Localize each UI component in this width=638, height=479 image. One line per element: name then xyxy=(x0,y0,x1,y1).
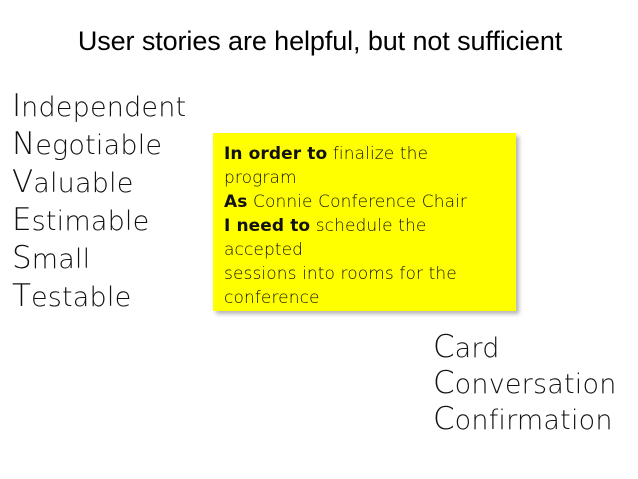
invest-item-label: stimable xyxy=(31,206,150,237)
invest-item-lead-letter: T xyxy=(12,278,31,314)
list-item: Independent xyxy=(12,88,207,126)
note-text: program xyxy=(224,168,297,188)
note-line: In order to finalize the xyxy=(224,142,506,166)
invest-item-label: mall xyxy=(31,244,91,275)
invest-item-lead-letter: I xyxy=(12,88,22,124)
ccc-item-label: onversation xyxy=(454,369,617,400)
invest-item-label: aluable xyxy=(33,168,134,199)
note-text: conference xyxy=(224,288,320,308)
note-keyword: As xyxy=(224,192,248,212)
note-line: conference xyxy=(224,286,506,310)
invest-item-label: egotiable xyxy=(35,130,163,161)
invest-item-label: estable xyxy=(30,282,132,313)
note-line: sessions into rooms for the xyxy=(224,262,506,286)
note-line: As Connie Conference Chair xyxy=(224,190,506,214)
list-item: Confirmation xyxy=(433,402,633,438)
note-line: program xyxy=(224,166,506,190)
invest-item-lead-letter: N xyxy=(12,126,36,162)
ccc-item-lead-letter: C xyxy=(433,329,455,365)
ccc-item-label: ard xyxy=(454,333,500,364)
three-cs-list: Card Conversation Confirmation xyxy=(433,330,633,438)
invest-item-lead-letter: E xyxy=(12,202,32,238)
note-keyword: In order to xyxy=(224,144,328,164)
invest-item-lead-letter: V xyxy=(12,164,34,200)
note-text: schedule the accepted xyxy=(224,216,427,260)
list-item: Negotiable xyxy=(12,126,207,164)
invest-item-label: ndependent xyxy=(21,92,187,123)
ccc-item-label: onfirmation xyxy=(454,405,613,436)
list-item: Conversation xyxy=(433,366,633,402)
sticky-note: In order to finalize the program As Conn… xyxy=(213,133,516,311)
invest-acronym-list: Independent Negotiable Valuable Estimabl… xyxy=(12,88,207,316)
list-item: Small xyxy=(12,240,207,278)
page-title: User stories are helpful, but not suffic… xyxy=(77,26,563,56)
note-line: I need to schedule the accepted xyxy=(224,214,506,262)
list-item: Testable xyxy=(12,278,207,316)
note-text: sessions into rooms for the xyxy=(224,264,457,284)
list-item: Card xyxy=(433,330,633,366)
note-text: Connie Conference Chair xyxy=(247,192,468,212)
note-text: finalize the xyxy=(327,144,429,164)
list-item: Estimable xyxy=(12,202,207,240)
invest-item-lead-letter: S xyxy=(12,240,32,276)
ccc-item-lead-letter: C xyxy=(433,365,455,401)
ccc-item-lead-letter: C xyxy=(433,401,455,437)
list-item: Valuable xyxy=(12,164,207,202)
note-keyword: I need to xyxy=(224,216,311,236)
